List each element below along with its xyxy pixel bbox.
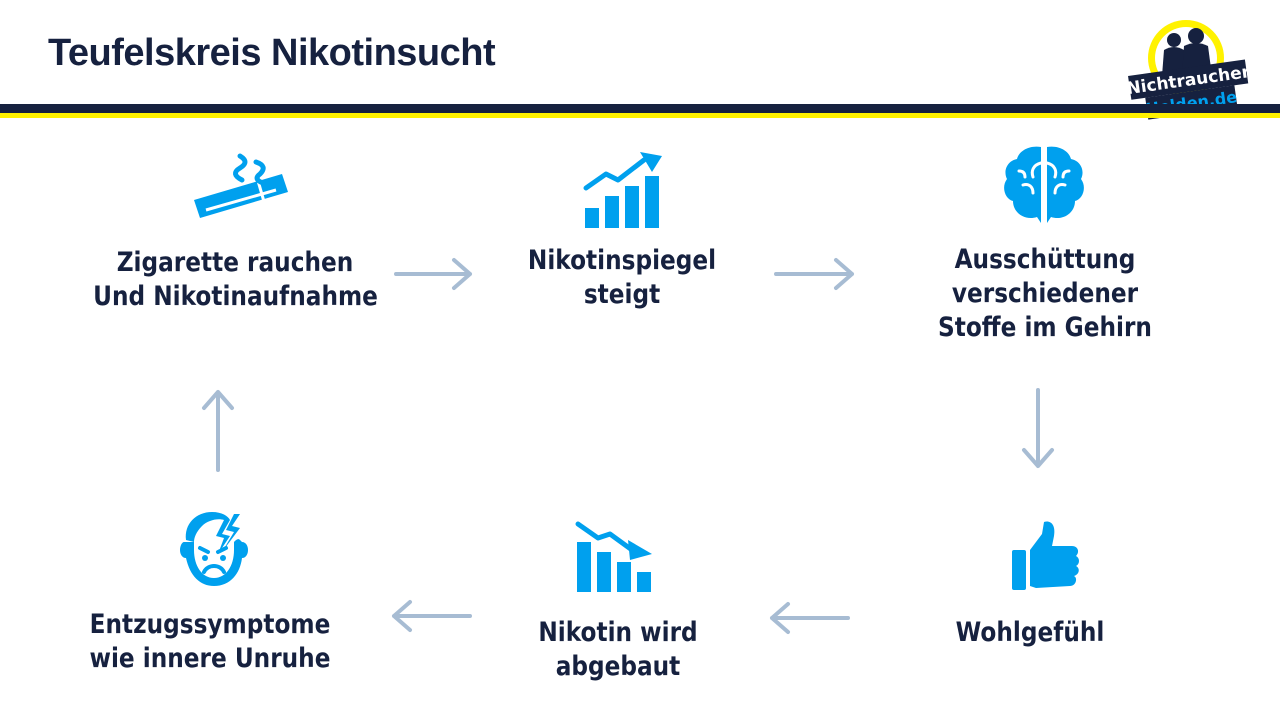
page-title: Teufelskreis Nikotinsucht xyxy=(48,32,496,74)
step-label-line: Zigarette rauchen xyxy=(116,247,354,278)
thumbs-up-icon xyxy=(1012,521,1079,590)
step-label-line: Ausschüttung xyxy=(954,244,1136,275)
arrow-up-icon xyxy=(202,390,234,472)
step-label-line: Wohlgefühl xyxy=(955,617,1105,648)
logo-graphic: Nichtraucher Helden.de xyxy=(1125,20,1252,120)
step-label-line: Nikotin wird xyxy=(538,617,698,648)
step-label-line: verschiedener xyxy=(951,278,1139,309)
nichtraucher-helden-logo[interactable]: Nichtraucher Helden.de xyxy=(1124,14,1260,124)
step-label-line: wie innere Unruhe xyxy=(89,643,331,674)
step-label-line: steigt xyxy=(583,279,661,310)
step-label-line: Stoffe im Gehirn xyxy=(938,312,1152,343)
brain-icon xyxy=(1004,146,1084,223)
chart-up-icon xyxy=(583,152,662,228)
step-label-line: Und Nikotinaufnahme xyxy=(93,281,378,312)
step-label-line: Entzugssymptome xyxy=(89,609,331,640)
arrow-left-icon xyxy=(392,600,472,632)
arrow-right-icon xyxy=(774,258,854,290)
arrow-left-icon xyxy=(770,602,850,634)
step-label-line: abgebaut xyxy=(555,651,681,682)
arrow-right-icon xyxy=(394,258,472,290)
headache-face-icon xyxy=(180,512,248,586)
header-rule-navy xyxy=(0,104,1280,113)
chart-down-icon xyxy=(575,521,652,592)
cigarette-icon xyxy=(194,153,288,218)
header-rule-yellow xyxy=(0,113,1280,118)
step-label-line: Nikotinspiegel xyxy=(527,245,717,276)
arrow-down-icon xyxy=(1022,388,1054,468)
